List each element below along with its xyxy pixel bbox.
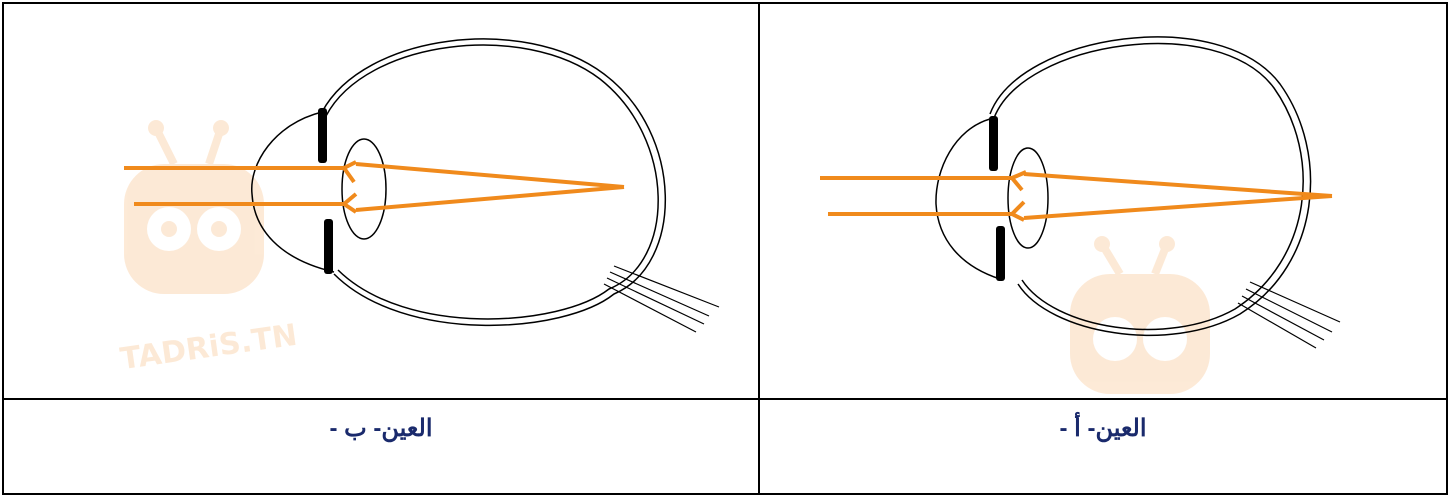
eye-b-caption: العين- ب - [330, 414, 433, 493]
eye-b-diagram-cell: TADRiS.TN [4, 4, 758, 398]
eye-a-caption: العين- أ - [1059, 414, 1146, 493]
eye-a-diagram [760, 4, 1446, 398]
watermark-text: TADRiS.TN [118, 318, 299, 377]
eye-b-diagram: TADRiS.TN [4, 4, 758, 398]
eye-b-lens [342, 139, 386, 239]
eye-b-caption-cell: العين- ب - [4, 400, 758, 493]
watermark-logo: TADRiS.TN [118, 120, 299, 377]
watermark-logo-right [1070, 236, 1210, 394]
eye-b-eyeball [322, 39, 665, 325]
eye-b-optic-nerve [604, 266, 719, 332]
eye-a-caption-cell: العين- أ - [760, 400, 1446, 493]
eye-a-optic-nerve [1238, 282, 1340, 348]
eye-b-iris-top [318, 108, 327, 163]
eye-a-diagram-cell [760, 4, 1446, 398]
eye-a-light-rays [820, 172, 1332, 220]
eye-b-iris-bottom [324, 219, 333, 274]
eye-a-iris-top [989, 116, 998, 171]
eye-a-lens [1008, 148, 1048, 248]
eye-a-iris-bottom [996, 226, 1005, 281]
